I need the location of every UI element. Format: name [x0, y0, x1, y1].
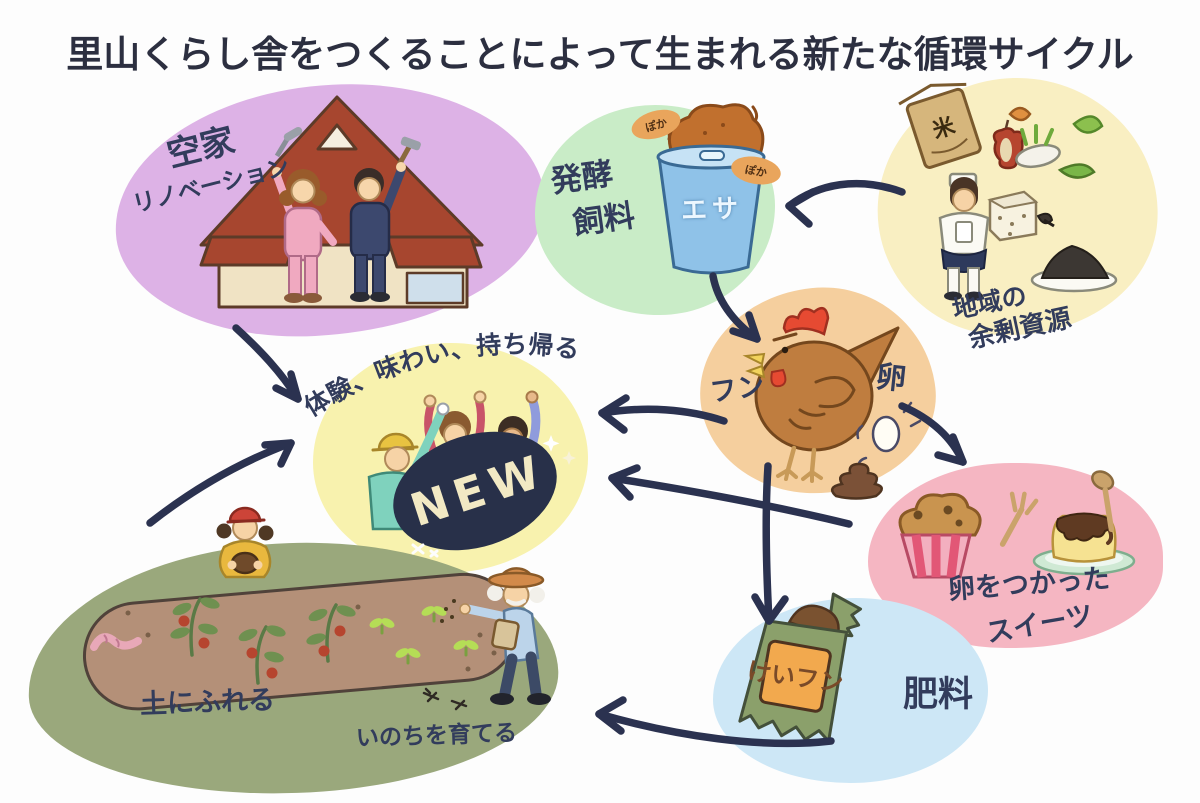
field-label-nurture-life: いのちを育てる	[355, 720, 518, 752]
feed-label-line1: 発酵	[548, 155, 616, 201]
arrow-renovation-to-experience	[232, 324, 302, 403]
house-icon	[199, 95, 484, 309]
node-fermented-feed: エサ ぽか ぽか 発酵 飼料	[535, 103, 783, 315]
old-farmer-icon	[440, 567, 551, 705]
feed-bucket-label: エサ	[680, 193, 744, 227]
svg-text:体験、味わい、持ち帰る: 体験、味わい、持ち帰る	[299, 330, 582, 422]
tofu-icon	[987, 190, 1055, 242]
girl-icon	[216, 506, 274, 579]
feed-bucket-icon	[656, 103, 766, 275]
feed-label-line2: 飼料	[570, 197, 638, 243]
field-label-touch-soil: 土にふれる	[139, 684, 276, 721]
fertilizer-label: 肥料	[903, 675, 974, 715]
muffin-icon	[898, 492, 982, 579]
sweets-icons	[898, 470, 1136, 579]
node-local-surplus-resources: 米	[869, 68, 1167, 354]
rice-bag-icon: 米	[898, 82, 982, 169]
renovator-woman-icon	[272, 127, 337, 303]
steam-puff-label: ぽか	[743, 162, 768, 180]
node-keifun-fertilizer: けいフン 肥料	[713, 592, 988, 783]
node-field: 土にふれる いのちを育てる	[23, 506, 563, 803]
renovator-man-icon	[349, 136, 421, 302]
house-renovation-icon	[199, 95, 484, 309]
vegetable-scrap-icon	[1008, 106, 1104, 179]
field-icons	[82, 506, 551, 711]
chicken-egg-label: 卵	[874, 359, 908, 398]
node-vacant-house-renovation: 空家 リノベーション	[108, 73, 552, 347]
worm-icon	[90, 633, 142, 651]
chicken-dung-label: フン	[708, 370, 767, 409]
tomato-plant-icon	[170, 597, 356, 685]
node-experience-new: 体験、味わい、持ち帰る NEW	[299, 330, 588, 573]
spoon-icon	[1091, 470, 1115, 533]
fork-icon	[999, 491, 1039, 547]
surplus-resources-icon: 米	[898, 82, 1118, 301]
bug-icon	[422, 687, 468, 711]
steam-puff-label: ぽか	[643, 115, 669, 135]
fertilizer-bag-icon: けいフン	[738, 592, 863, 743]
seedling-icon	[369, 606, 479, 665]
experience-arc-text: 体験、味わい、持ち帰る	[299, 330, 581, 422]
page-title: 里山くらし舎をつくることによって生まれる新たな循環サイクル	[66, 33, 1134, 76]
new-badge-label: NEW	[404, 443, 553, 537]
okara-pile-icon	[1030, 244, 1118, 293]
arrow-field-to-experience	[146, 439, 295, 527]
node-chicken: フン 卵	[689, 276, 946, 505]
chef-icon	[938, 172, 990, 301]
chicken-icon	[742, 306, 922, 500]
